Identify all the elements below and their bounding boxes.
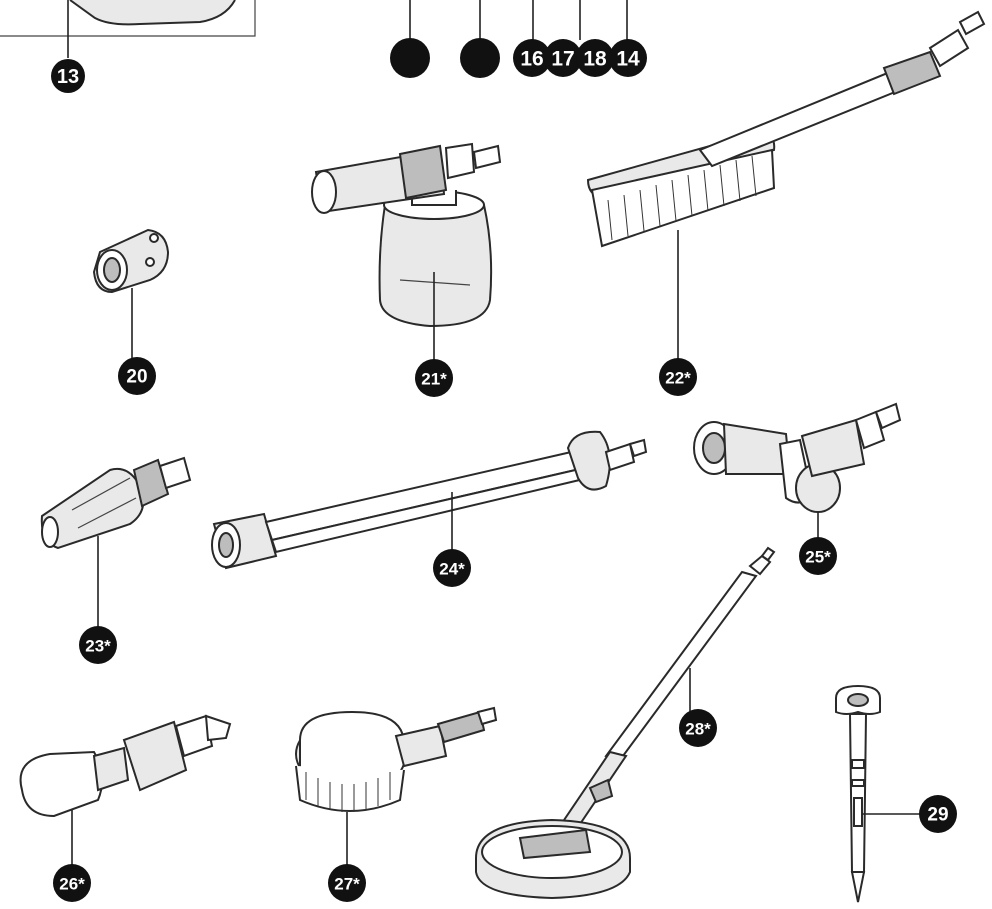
- item-13-box: [0, 0, 256, 58]
- label-18-text: 18: [583, 48, 607, 71]
- label-20-text: 20: [126, 367, 147, 388]
- label-29: 29: [919, 795, 957, 833]
- foam-sprayer-icon: [311, 142, 502, 328]
- label-22-text: 22*: [665, 369, 691, 388]
- label-23: 23*: [79, 626, 117, 664]
- label-21: 21*: [415, 359, 453, 397]
- label-20: 20: [118, 357, 156, 395]
- label-17-text: 17: [551, 48, 574, 71]
- label-24-text: 24*: [439, 560, 465, 579]
- label-22: 22*: [659, 358, 697, 396]
- top-label-cluster: 16 17 18 14: [513, 0, 647, 77]
- label-28-text: 28*: [685, 720, 711, 739]
- turbo-nozzle-icon: [40, 456, 192, 550]
- unlabeled-dot-2: [460, 38, 500, 78]
- label-13-text: 13: [57, 66, 79, 88]
- pipe-cleaning-nozzle-icon: [19, 714, 232, 818]
- label-25: 25*: [799, 537, 837, 575]
- angled-spray-adapter-icon: [693, 402, 902, 513]
- label-21-text: 21*: [421, 370, 447, 389]
- label-28: 28*: [679, 709, 717, 747]
- label-24: 24*: [433, 549, 471, 587]
- extension-lance-icon: [211, 430, 648, 570]
- nozzle-cleaning-tool-icon: [835, 684, 881, 903]
- patio-cleaner-icon: [475, 546, 776, 900]
- wash-brush-icon: [586, 10, 986, 248]
- label-16-text: 16: [520, 48, 543, 71]
- label-25-text: 25*: [805, 548, 831, 567]
- label-23-text: 23*: [85, 637, 111, 656]
- quick-connector-icon: [92, 228, 170, 294]
- label-14-text: 14: [616, 48, 640, 71]
- label-26: 26*: [53, 864, 91, 902]
- label-27: 27*: [328, 864, 366, 902]
- unlabeled-dot-1: [390, 38, 430, 78]
- label-26-text: 26*: [59, 875, 85, 894]
- rotating-brush-icon: [295, 706, 498, 812]
- label-29-text: 29: [927, 805, 948, 826]
- label-13: 13: [51, 59, 85, 93]
- label-27-text: 27*: [334, 875, 360, 894]
- top-unlabeled-dots: [390, 0, 500, 78]
